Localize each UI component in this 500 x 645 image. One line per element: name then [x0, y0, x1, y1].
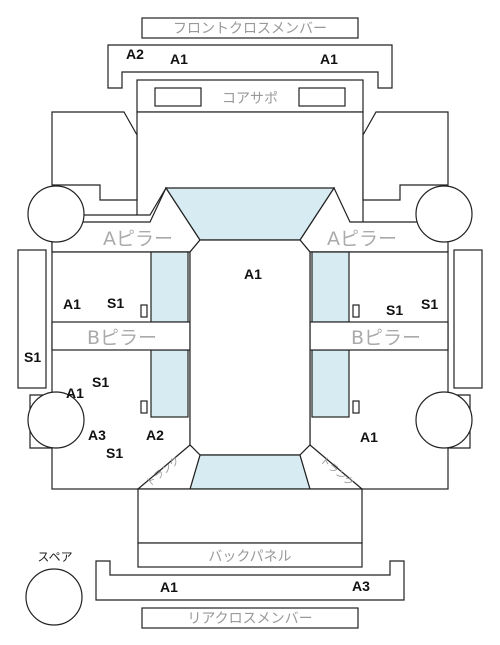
left-b-pillar	[51, 321, 191, 351]
code-left-a1: A1	[63, 296, 81, 312]
code-right-s1-inner: S1	[386, 302, 403, 318]
core-support-right-slot	[298, 87, 346, 107]
rear-right-wheel	[415, 391, 473, 449]
rear-cross-member-box	[141, 607, 359, 629]
rear-cross-member-label: リアクロスメンバー	[187, 611, 312, 627]
spare-tire	[25, 568, 83, 626]
code-left-a2: A2	[146, 427, 164, 443]
code-right-s1-outer: S1	[421, 296, 438, 312]
right-front-door-handle	[352, 304, 360, 318]
code-front-a2: A2	[126, 46, 144, 62]
left-front-window	[150, 251, 189, 323]
code-left-bottom-s1: S1	[106, 445, 123, 461]
code-left-rear-a1: A1	[66, 385, 84, 401]
front-bumper-bracket	[107, 44, 393, 89]
left-rocker-panel	[17, 249, 47, 389]
left-b-pillar-label: Bピラー	[87, 327, 157, 349]
right-rear-window	[311, 349, 350, 418]
left-front-fender	[51, 111, 138, 201]
front-right-wheel	[415, 185, 473, 243]
code-left-s1-inner: S1	[107, 295, 124, 311]
right-front-window	[311, 251, 350, 323]
back-panel-box	[137, 542, 363, 568]
code-roof-a1: A1	[244, 266, 262, 282]
right-rear-door-handle	[352, 400, 360, 414]
code-rear-a3: A3	[352, 578, 370, 594]
front-cross-member-label: フロントクロスメンバー	[173, 21, 327, 37]
front-cross-member-box	[141, 17, 359, 39]
spare-label: スペア	[37, 550, 72, 564]
back-panel-label: バックパネル	[208, 549, 291, 565]
left-front-door-handle	[140, 304, 148, 318]
right-b-pillar	[309, 321, 449, 351]
core-support-label: コアサポ	[222, 91, 278, 107]
right-a-pillar-label: Aピラー	[327, 228, 397, 250]
code-right-rear-a1: A1	[360, 429, 378, 445]
right-b-pillar-label: Bピラー	[351, 327, 421, 349]
front-left-wheel	[27, 185, 85, 243]
right-rocker-panel	[453, 249, 483, 389]
core-support-left-slot	[154, 87, 202, 107]
right-front-fender	[362, 111, 449, 201]
left-rear-door-handle	[140, 400, 148, 414]
left-a-pillar-label: Aピラー	[103, 228, 173, 250]
code-left-rocker-s1: S1	[24, 349, 41, 365]
trunk-section	[137, 488, 363, 544]
rear-window	[189, 454, 311, 490]
code-front-a1-right: A1	[320, 51, 338, 67]
left-rear-window	[150, 349, 189, 418]
code-left-a3: A3	[88, 427, 106, 443]
code-left-rear-s1: S1	[92, 374, 109, 390]
rear-left-wheel	[27, 391, 85, 449]
code-rear-a1: A1	[160, 579, 178, 595]
rear-bumper-bracket	[95, 560, 405, 601]
code-front-a1-left: A1	[170, 51, 188, 67]
